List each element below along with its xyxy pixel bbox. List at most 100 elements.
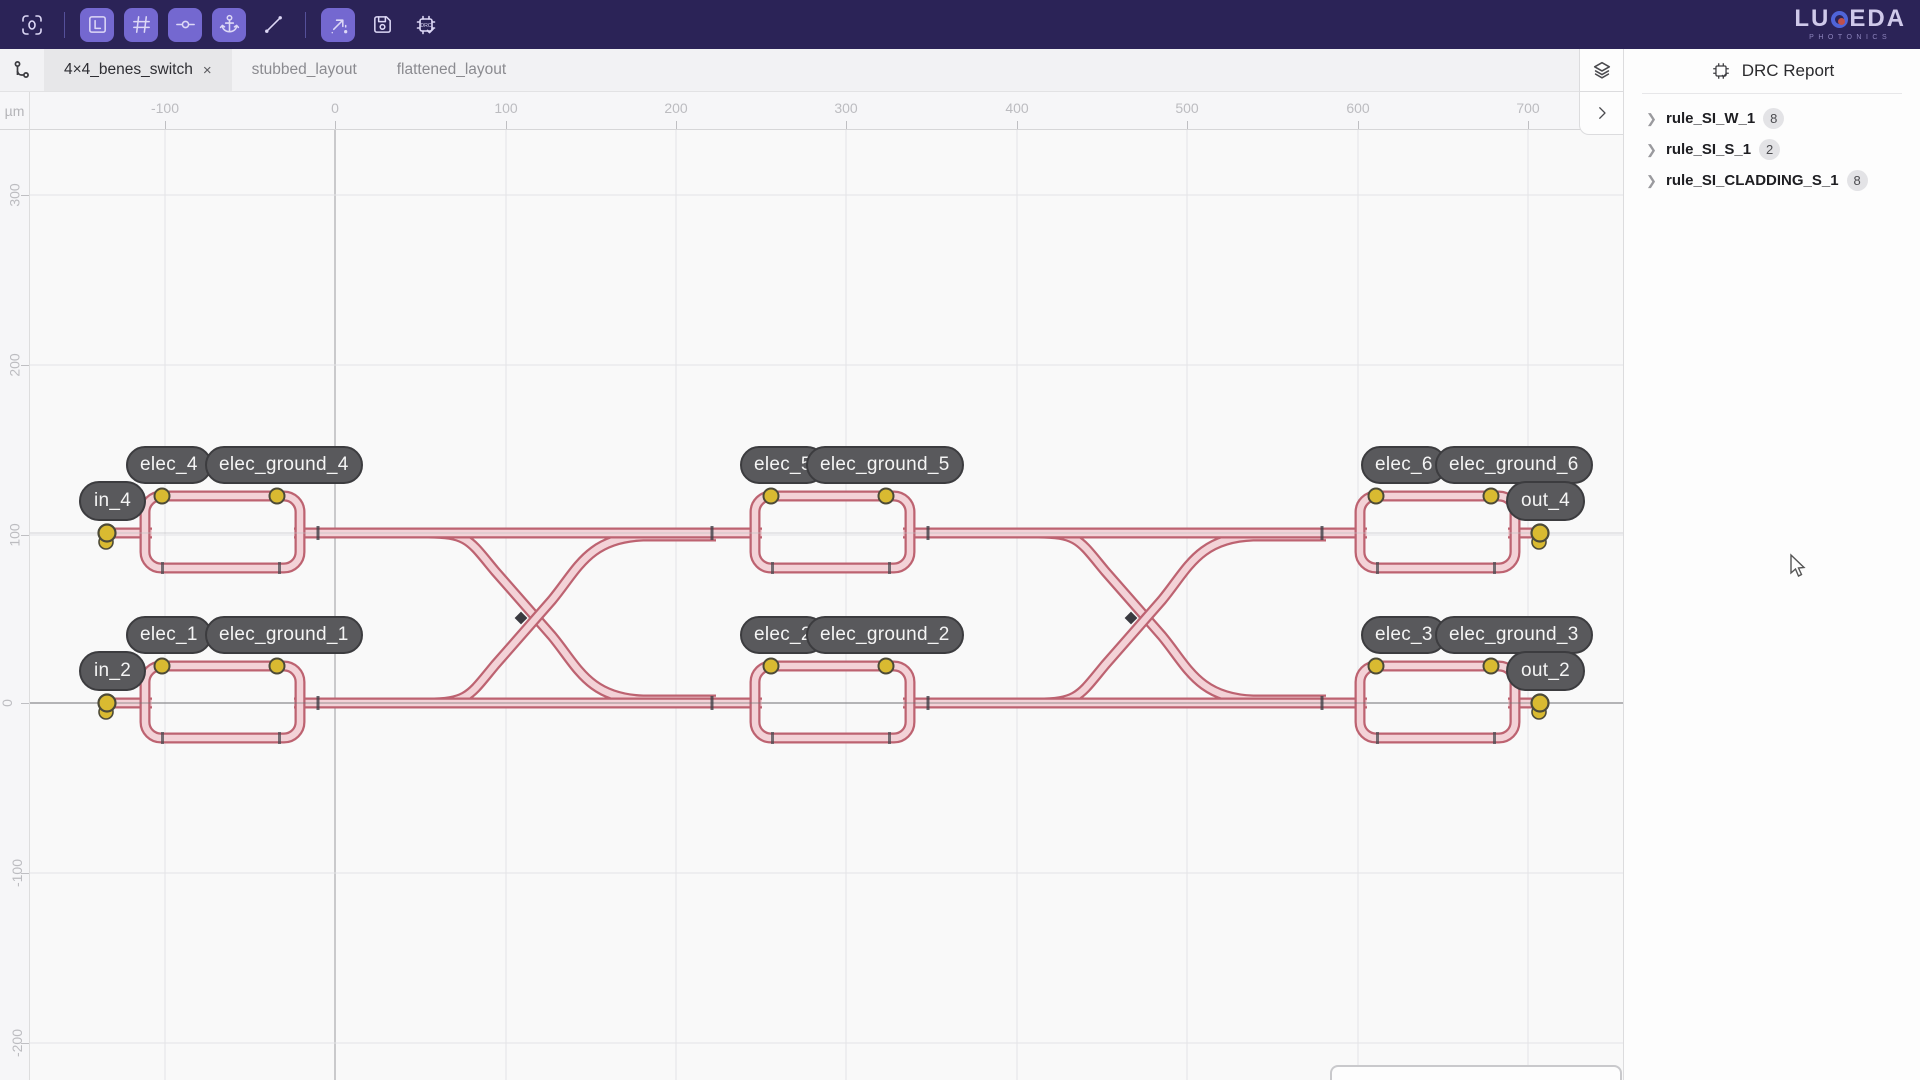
port-label-out_2[interactable]: out_2 [1506, 651, 1586, 691]
layers-icon [1593, 61, 1611, 79]
ruler-tick [846, 121, 847, 129]
label-toggle-icon [88, 16, 106, 33]
svg-text:DRC: DRC [420, 22, 431, 28]
ruler-tick [1187, 121, 1188, 129]
ruler-tick-label: -100 [150, 100, 180, 116]
grid-toggle-icon [132, 16, 150, 33]
chevron-right-icon[interactable]: ❯ [1646, 141, 1657, 157]
bottom-popup-cutoff [1330, 1065, 1622, 1080]
expand-arrow-button[interactable] [321, 7, 355, 42]
elec-label-elec_ground_4[interactable]: elec_ground_4 [205, 446, 363, 484]
elec-label-elec_ground_3[interactable]: elec_ground_3 [1435, 616, 1593, 654]
save-icon [373, 16, 391, 33]
elec-label-elec_4[interactable]: elec_4 [126, 446, 212, 484]
elec-label-elec_3[interactable]: elec_3 [1361, 616, 1447, 654]
hierarchy-icon[interactable] [0, 49, 44, 91]
layers-button[interactable] [1579, 49, 1624, 92]
drc-rule-rule_SI_W_1[interactable]: ❯ rule_SI_W_1 8 [1646, 108, 1920, 129]
ruler-tick [165, 121, 166, 129]
drc-report-title: DRC Report [1741, 61, 1835, 80]
port-label-in_2[interactable]: in_2 [79, 651, 147, 691]
frame-capture-icon [22, 14, 42, 35]
ruler-tick [1358, 121, 1359, 129]
port-label-out_4[interactable]: out_4 [1506, 481, 1586, 521]
ruler-tick-label: 400 [1005, 100, 1029, 116]
anchor-toggle-button[interactable] [212, 7, 246, 42]
panel-strip [1579, 49, 1624, 135]
drc-run-button[interactable]: DRC [409, 8, 443, 42]
elec-label-elec_1[interactable]: elec_1 [126, 616, 212, 654]
benes-switch-layout [30, 130, 1623, 1080]
drc-rule-name: rule_SI_CLADDING_S_1 [1666, 172, 1839, 189]
ruler-tick [21, 535, 29, 536]
port-label-in_4[interactable]: in_4 [79, 481, 147, 521]
ruler-tick [21, 365, 29, 366]
drc-violation-count: 8 [1846, 170, 1868, 191]
tab-flattened-layout[interactable]: flattened_layout [377, 49, 526, 91]
grid-toggle-button[interactable] [124, 7, 158, 42]
drc-violation-count: 2 [1759, 139, 1781, 160]
ruler-tick-label: 0 [0, 699, 15, 707]
drc-report-header: DRC Report [1624, 49, 1920, 93]
toolbar-divider [305, 11, 306, 38]
elec-label-elec_ground_6[interactable]: elec_ground_6 [1435, 446, 1593, 484]
elec-label-elec_ground_1[interactable]: elec_ground_1 [205, 616, 363, 654]
close-tab-icon[interactable]: × [202, 61, 212, 79]
ruler-tick [21, 703, 29, 704]
ruler-tick-label: 600 [1346, 100, 1370, 116]
ruler-tick-label: 500 [1175, 100, 1199, 116]
frame-capture-button[interactable] [15, 8, 49, 42]
ruler-tick-label: 300 [834, 100, 858, 116]
drc-chip-icon [1712, 63, 1729, 79]
line-tool-icon [264, 16, 282, 33]
toolbar-divider [64, 11, 65, 38]
ruler-unit: µm [0, 92, 30, 130]
drc-violation-count: 8 [1763, 108, 1785, 129]
chevron-right-icon [1599, 107, 1606, 119]
ruler-tick [1017, 121, 1018, 129]
drc-rule-rule_SI_CLADDING_S_1[interactable]: ❯ rule_SI_CLADDING_S_1 8 [1646, 170, 1920, 191]
ruler-tick [1528, 121, 1529, 129]
ruler-tick-label: 200 [664, 100, 688, 116]
ruler-tick-label: 700 [1516, 100, 1540, 116]
chevron-right-icon[interactable]: ❯ [1646, 110, 1657, 126]
logo-ring-icon [1831, 10, 1849, 28]
ruler-horizontal: -100 0 100 200 300 400 500 600 700 [30, 92, 1623, 130]
ruler-tick [21, 1043, 29, 1044]
drc-report-panel: DRC Report ❯ rule_SI_W_1 8 ❯ rule_SI_S_1 2 ❯ ru… [1623, 49, 1920, 1080]
ruler-tick [335, 121, 336, 129]
port-toggle-button[interactable] [168, 7, 202, 42]
expand-arrow-icon [331, 19, 347, 34]
label-toggle-button[interactable] [80, 7, 114, 42]
line-tool-button[interactable] [256, 8, 290, 42]
drc-run-icon: DRC [416, 15, 436, 34]
ruler-tick [21, 873, 29, 874]
anchor-toggle-icon [219, 14, 239, 33]
port-toggle-icon [175, 20, 195, 29]
tab-bar: 4×4_benes_switch × stubbed_layout flattened… [0, 49, 1623, 92]
divider [1642, 93, 1902, 94]
tab-label: stubbed_layout [251, 61, 357, 78]
ruler-tick-label: 100 [494, 100, 518, 116]
ruler-tick [676, 121, 677, 129]
tab-label: 4×4_benes_switch [64, 61, 193, 78]
elec-label-elec_ground_2[interactable]: elec_ground_2 [806, 616, 964, 654]
chevron-right-icon[interactable]: ❯ [1646, 172, 1657, 188]
tab-stubbed-layout[interactable]: stubbed_layout [232, 49, 377, 91]
tab-label: flattened_layout [396, 61, 507, 78]
collapse-panel-button[interactable] [1579, 92, 1624, 135]
drc-rule-name: rule_SI_W_1 [1666, 110, 1756, 127]
elec-label-elec_ground_5[interactable]: elec_ground_5 [806, 446, 964, 484]
ruler-tick [506, 121, 507, 129]
ruler-tick [21, 195, 29, 196]
ruler-tick-label: 0 [331, 100, 339, 116]
drc-rule-rule_SI_S_1[interactable]: ❯ rule_SI_S_1 2 [1646, 139, 1920, 160]
save-button[interactable] [365, 8, 399, 42]
drc-rule-name: rule_SI_S_1 [1666, 141, 1752, 158]
elec-label-elec_6[interactable]: elec_6 [1361, 446, 1447, 484]
tab-4-4-benes-switch[interactable]: 4×4_benes_switch × [44, 49, 232, 91]
